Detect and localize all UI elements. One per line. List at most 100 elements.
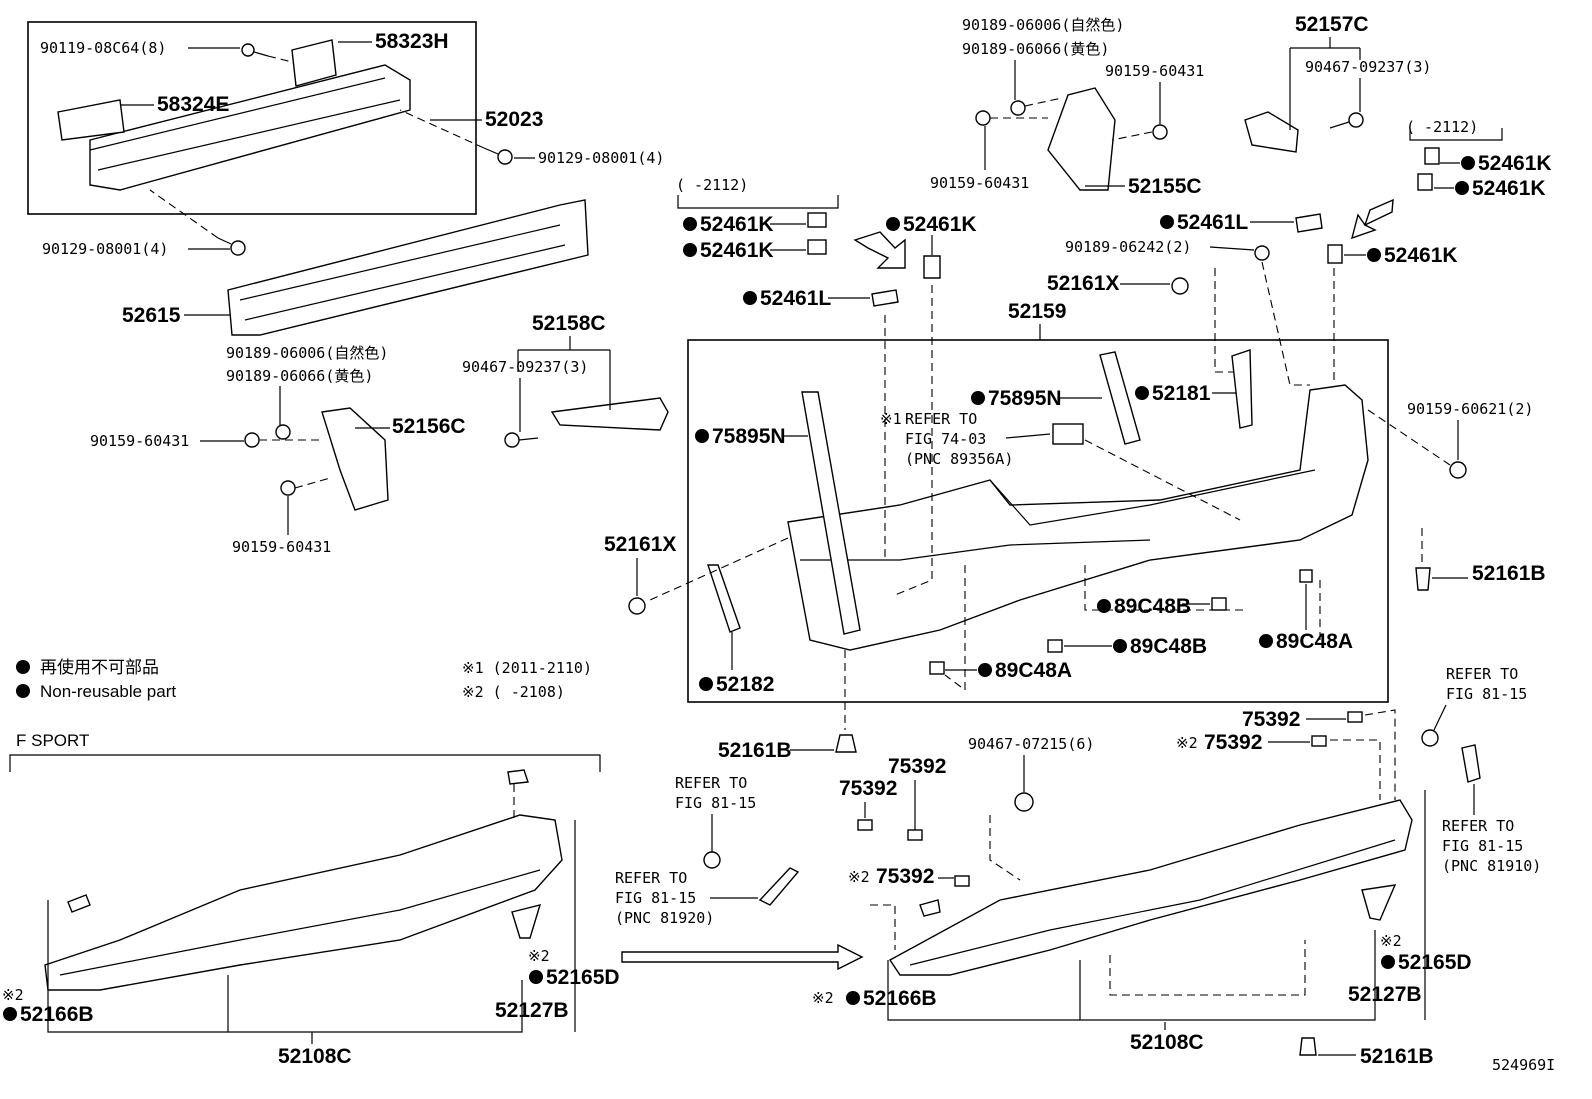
label-89C48B-b: 89C48B — [1130, 635, 1207, 658]
mark2-52166B-a: ※2 — [2, 986, 24, 1004]
label-89C48A-b: 89C48A — [1276, 630, 1353, 653]
label-52161X-a: 52161X — [1047, 272, 1119, 295]
bracket-fsport-top — [507, 769, 529, 785]
clip-75392-e-icon — [1347, 711, 1363, 723]
cap-52461K-c-icon — [923, 255, 941, 279]
label-52127B-a: 52127B — [495, 999, 569, 1022]
reinforcement-group-box — [27, 21, 477, 215]
label-90119: 90119-08C64(8) — [40, 39, 166, 57]
bolt-90159-60621-icon — [1449, 461, 1467, 479]
label-52165D-b: 52165D — [1398, 951, 1472, 974]
label-52166B-a: 52166B — [20, 1003, 94, 1026]
label-89C48A-a: 89C48A — [995, 659, 1072, 682]
fsport-label: F SPORT — [16, 731, 89, 750]
label-90467-l: 90467-09237(3) — [462, 358, 588, 376]
label-52461L-b: 52461L — [1177, 211, 1248, 234]
label-52461K-d: 52461K — [1478, 152, 1552, 175]
screw-90467-a-icon — [504, 432, 539, 448]
label-52461K-e: 52461K — [1472, 177, 1546, 200]
label-52023: 52023 — [485, 108, 543, 131]
range-label-right: ( -2112) — [1406, 118, 1478, 136]
label-90159-t2: 90159-60431 — [930, 174, 1029, 192]
sensor-89C48B-a-icon — [1211, 597, 1227, 611]
label-52161X-b: 52161X — [604, 533, 676, 556]
sensor-89C48A-b-icon — [1299, 569, 1313, 583]
bumper-cover-group-box — [687, 339, 1389, 703]
bolt-90159-c-icon — [975, 110, 991, 126]
label-52461K-b: 52461K — [700, 239, 774, 262]
clip-75392-d-icon — [1311, 735, 1327, 747]
label-52182: 52182 — [716, 673, 774, 696]
mark2-75392-c: ※2 — [848, 868, 870, 886]
bracket-52157C — [1244, 111, 1299, 153]
refer-d-line3: (PNC 81910) — [1442, 857, 1541, 875]
reflector-75895N-a — [801, 391, 861, 635]
cap-52461L-a-icon — [871, 289, 899, 307]
label-90189-l1: 90189-06006(自然色) — [226, 344, 388, 362]
label-52161B-a: 52161B — [1472, 562, 1546, 585]
clip-90189-a-icon — [275, 424, 291, 440]
cap-52461L-b-icon — [1295, 213, 1323, 233]
sensor-89C48A-a-icon — [929, 661, 945, 675]
label-52166B-b: 52166B — [863, 987, 937, 1010]
retainer-52182 — [707, 564, 741, 633]
label-52181: 52181 — [1152, 382, 1211, 405]
refer-d-line2: FIG 81-15 — [1442, 837, 1523, 855]
mark2-75392-d: ※2 — [1176, 734, 1198, 752]
direction-arrow-right — [1350, 198, 1394, 240]
refer1-line3: (PNC 89356A) — [905, 450, 1013, 468]
retainer-52155C — [1047, 87, 1116, 191]
bracket-52127B — [1361, 884, 1397, 921]
refer-81910-part — [1461, 744, 1481, 783]
label-90129-a: 90129-08001(4) — [538, 149, 664, 167]
clip-52161B-a-icon — [1415, 567, 1431, 591]
bracket-52127B-fsport — [511, 904, 542, 939]
label-90189-06242: 90189-06242(2) — [1065, 238, 1191, 256]
label-52108C-b: 52108C — [1130, 1031, 1204, 1054]
refer-81920-part — [758, 867, 800, 906]
note-1: ※1 (2011-2110) — [462, 659, 592, 677]
mark2-52166B-b: ※2 — [812, 989, 834, 1007]
cap-52461K-e-icon — [1417, 173, 1433, 191]
label-52165D-a: 52165D — [546, 966, 620, 989]
label-75895N-b: 75895N — [988, 387, 1062, 410]
label-52461K-f: 52461K — [1384, 244, 1458, 267]
clip-52161B-c-icon — [1299, 1037, 1317, 1056]
note-2: ※2 ( -2108) — [462, 683, 565, 701]
cap-52461K-b-icon — [807, 239, 827, 255]
refer-b-line3: (PNC 81920) — [615, 909, 714, 927]
bumper-cover-52159 — [787, 384, 1369, 651]
bracket-52158C — [550, 397, 669, 431]
clip-75392-a-icon — [857, 819, 873, 831]
label-75392-e: 75392 — [1242, 708, 1300, 731]
bolt-refer-81910-icon — [1421, 729, 1439, 747]
cap-52461K-d-icon — [1424, 147, 1440, 165]
reinforcement-bar-52023 — [89, 64, 411, 191]
range-label-left: ( -2112) — [676, 176, 748, 194]
refer-a-line2: FIG 81-15 — [675, 794, 756, 812]
bolt-90119-icon — [241, 43, 269, 57]
label-52161B-b: 52161B — [718, 739, 792, 762]
direction-arrow-left — [853, 231, 906, 269]
label-90159-l1: 90159-60431 — [90, 432, 189, 450]
energy-absorber-52615 — [227, 199, 589, 336]
clip-52161X-a-icon — [1171, 277, 1189, 295]
refer-c-line1: REFER TO — [1446, 665, 1518, 683]
bolt-90159-a-icon — [244, 432, 260, 448]
cap-52461K-f-icon — [1327, 244, 1343, 264]
refer1-mark: ※1 — [880, 410, 902, 428]
label-75392-b: 75392 — [888, 755, 946, 778]
retainer-52181 — [1231, 349, 1253, 429]
bracket-52166B-fsport — [67, 894, 91, 913]
label-52461K-c: 52461K — [903, 213, 977, 236]
screw-90467-07215-icon — [1014, 792, 1034, 812]
range-bracket-left — [677, 195, 839, 209]
refer1-line1: REFER TO — [905, 410, 977, 428]
label-52155C: 52155C — [1128, 175, 1202, 198]
label-52108C-a: 52108C — [278, 1045, 352, 1068]
clip-52161X-b-icon — [628, 597, 646, 615]
label-52156C: 52156C — [392, 415, 466, 438]
label-75392-d: 75392 — [1204, 731, 1262, 754]
label-90467-r: 90467-09237(3) — [1305, 58, 1431, 76]
